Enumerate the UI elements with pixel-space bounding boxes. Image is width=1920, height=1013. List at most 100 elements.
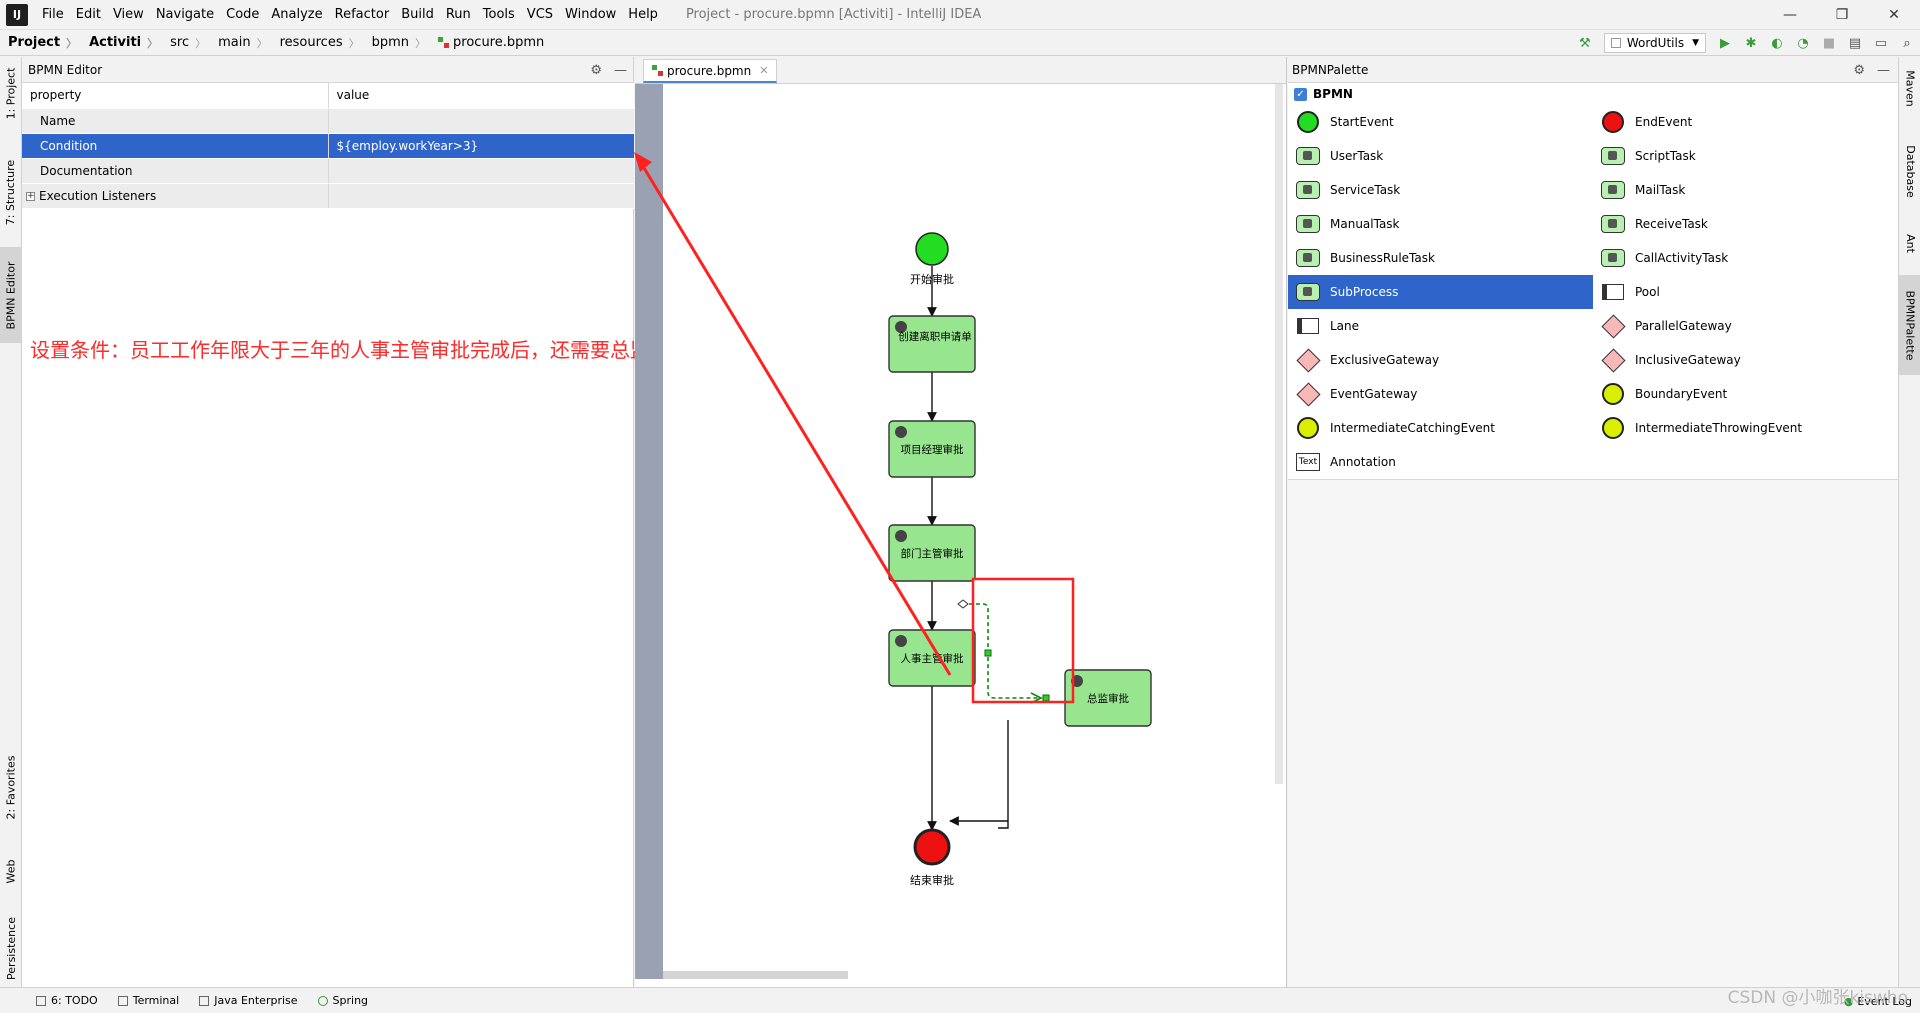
palette-item-manualtask[interactable]: ManualTask (1288, 207, 1593, 241)
menu-file[interactable]: File (42, 6, 64, 22)
menu-tools[interactable]: Tools (482, 6, 515, 22)
property-row-condition[interactable]: Condition ${employ.workYear>3} (22, 133, 634, 159)
palette-item-businessruletask[interactable]: BusinessRuleTask (1288, 241, 1593, 275)
menu-window[interactable]: Window (565, 6, 617, 22)
property-value-cell[interactable]: ${employ.workYear>3} (328, 133, 634, 159)
expand-plus-icon[interactable]: + (26, 190, 35, 201)
palette-item-intermediatecatchingevent[interactable]: IntermediateCatchingEvent (1288, 411, 1593, 445)
debug-icon[interactable]: ✱ (1745, 35, 1757, 51)
gear-icon[interactable]: ⚙ (1853, 62, 1865, 78)
user-task-pm[interactable]: 项目经理审批 (888, 420, 976, 478)
close-button[interactable]: ✕ (1888, 7, 1900, 23)
property-value-cell[interactable] (328, 158, 634, 184)
editor-tab-procure-bpmn[interactable]: procure.bpmn ✕ (643, 59, 778, 83)
breadcrumb-bpmn[interactable]: bpmn〉 (364, 35, 430, 51)
tool-tab-structure[interactable]: 7: Structure (0, 149, 22, 235)
tool-tab-todo[interactable]: 6: TODO (26, 994, 108, 1007)
tool-tab-bpmn-palette[interactable]: BPMNPalette (1899, 275, 1920, 375)
breadcrumb-project[interactable]: Project〉 (0, 35, 81, 51)
vertical-scrollbar[interactable] (1275, 84, 1283, 784)
sdk-icon[interactable]: ▭ (1874, 35, 1888, 51)
flow-handle[interactable] (984, 649, 992, 657)
palette-item-lane[interactable]: Lane (1288, 309, 1593, 343)
gear-icon[interactable]: ⚙ (590, 62, 602, 78)
tool-tab-spring[interactable]: Spring (308, 994, 379, 1007)
breadcrumb-procure-bpmn[interactable]: procure.bpmn (430, 35, 548, 50)
property-row-documentation[interactable]: Documentation (22, 158, 634, 184)
property-value-cell[interactable] (328, 108, 634, 134)
tool-tab-persistence[interactable]: Persistence (0, 907, 22, 989)
palette-item-usertask[interactable]: UserTask (1288, 139, 1593, 173)
run-configuration-select[interactable]: WordUtils ▼ (1603, 33, 1706, 53)
stop-icon[interactable]: ■ (1822, 35, 1836, 51)
profile-icon[interactable]: ◔ (1797, 35, 1809, 51)
menu-help[interactable]: Help (628, 6, 658, 22)
menu-vcs[interactable]: VCS (526, 6, 554, 22)
close-tab-icon[interactable]: ✕ (759, 64, 769, 77)
palette-item-scripttask[interactable]: ScriptTask (1593, 139, 1898, 173)
breadcrumb-resources[interactable]: resources〉 (272, 35, 364, 51)
horizontal-scrollbar[interactable] (663, 971, 848, 979)
property-row-name[interactable]: Name (22, 108, 634, 134)
checkbox-checked-icon[interactable]: ✓ (1294, 87, 1307, 101)
palette-item-servicetask[interactable]: ServiceTask (1288, 173, 1593, 207)
menu-refactor[interactable]: Refactor (334, 6, 390, 22)
user-task-director[interactable]: 总监审批 (1064, 669, 1152, 727)
maximize-button[interactable]: ❐ (1835, 7, 1849, 23)
breadcrumb-main[interactable]: main〉 (210, 35, 271, 51)
menu-navigate[interactable]: Navigate (155, 6, 215, 22)
user-task-create[interactable]: 创建离职申请单 (888, 315, 976, 373)
palette-item-subprocess[interactable]: SubProcess (1288, 275, 1593, 309)
menu-code[interactable]: Code (226, 6, 260, 22)
event-log[interactable]: ● Event Log (1844, 988, 1912, 1013)
minimize-button[interactable]: — (1783, 7, 1797, 23)
coverage-icon[interactable]: ◐ (1771, 35, 1783, 51)
tool-tab-project[interactable]: 1: Project (0, 57, 22, 129)
property-value-cell[interactable] (328, 183, 634, 209)
palette-item-inclusivegateway[interactable]: InclusiveGateway (1593, 343, 1898, 377)
menu-analyze[interactable]: Analyze (271, 6, 323, 22)
palette-item-startevent[interactable]: StartEvent (1288, 105, 1593, 139)
end-event[interactable] (913, 828, 951, 866)
palette-item-exclusivegateway[interactable]: ExclusiveGateway (1288, 343, 1593, 377)
tool-tab-terminal[interactable]: Terminal (108, 994, 190, 1007)
palette-item-endevent[interactable]: EndEvent (1593, 105, 1898, 139)
flow-director-to-end-vertical[interactable] (998, 720, 1009, 829)
tool-tab-java-enterprise[interactable]: Java Enterprise (189, 994, 307, 1007)
palette-item-mailtask[interactable]: MailTask (1593, 173, 1898, 207)
tool-tab-ant[interactable]: Ant (1899, 223, 1920, 263)
palette-item-parallelgateway[interactable]: ParallelGateway (1593, 309, 1898, 343)
palette-item-callactivitytask[interactable]: CallActivityTask (1593, 241, 1898, 275)
flow-handle[interactable] (1042, 694, 1050, 702)
property-row-execution-listeners[interactable]: +Execution Listeners (22, 183, 634, 209)
tool-tab-bpmn-editor[interactable]: BPMN Editor (0, 247, 22, 343)
tool-tab-favorites[interactable]: 2: Favorites (0, 737, 22, 837)
palette-group-bpmn[interactable]: ✓ BPMN (1288, 83, 1898, 105)
palette-item-receivetask[interactable]: ReceiveTask (1593, 207, 1898, 241)
project-structure-icon[interactable]: ▤ (1848, 35, 1862, 51)
hide-panel-icon[interactable]: — (1877, 62, 1890, 78)
breadcrumb-src[interactable]: src〉 (162, 35, 210, 51)
menu-view[interactable]: View (112, 6, 144, 22)
palette-item-boundaryevent[interactable]: BoundaryEvent (1593, 377, 1898, 411)
tool-tab-web[interactable]: Web (0, 847, 22, 895)
build-hammer-icon[interactable]: ⚒ (1578, 35, 1591, 51)
menu-build[interactable]: Build (401, 6, 434, 22)
palette-item-eventgateway[interactable]: EventGateway (1288, 377, 1593, 411)
tool-tab-database[interactable]: Database (1899, 127, 1920, 215)
run-icon[interactable]: ▶ (1720, 35, 1730, 51)
breadcrumb-activiti[interactable]: Activiti〉 (81, 35, 162, 51)
palette-item-pool[interactable]: Pool (1593, 275, 1898, 309)
user-task-hr[interactable]: 人事主管审批 (888, 629, 976, 687)
hide-panel-icon[interactable]: — (614, 62, 627, 78)
menu-run[interactable]: Run (445, 6, 471, 22)
bpmn-canvas[interactable]: 开始审批 创建离职申请单 项目经理审批 部门主管审批 人事主管审批 (635, 84, 1287, 979)
palette-item-intermediatethrowingevent[interactable]: IntermediateThrowingEvent (1593, 411, 1898, 445)
tool-tab-maven[interactable]: Maven (1899, 57, 1920, 119)
user-task-dept[interactable]: 部门主管审批 (888, 524, 976, 582)
start-event[interactable] (915, 232, 949, 266)
menu-edit[interactable]: Edit (75, 6, 101, 22)
palette-item-label: Pool (1635, 285, 1660, 299)
search-icon[interactable]: ⌕ (1903, 35, 1911, 51)
